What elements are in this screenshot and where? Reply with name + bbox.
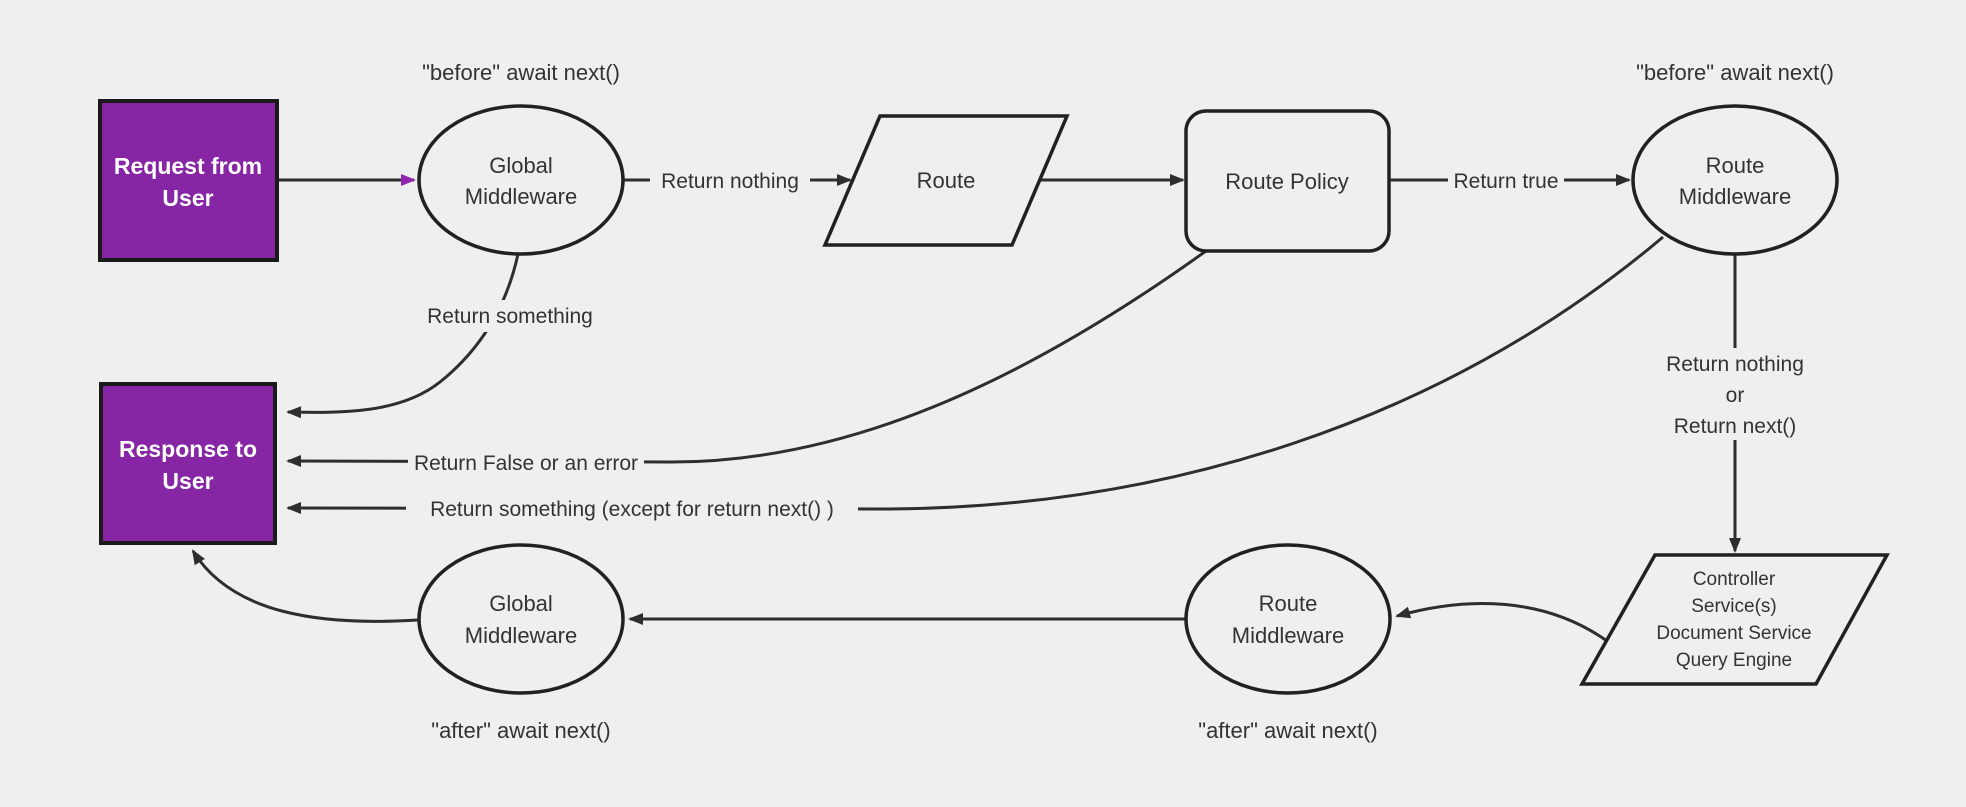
label-bg-return-nothing xyxy=(650,164,810,196)
request-label-line2: User xyxy=(162,185,213,211)
global-middleware-label-line1: Global xyxy=(489,153,553,178)
route-middleware-after-ellipse xyxy=(1184,543,1392,695)
annotation-before-await-next-left: "before" await next() xyxy=(422,60,620,85)
edge-label-return-true: Return true xyxy=(1453,170,1558,193)
controller-label-line1: Controller xyxy=(1693,569,1776,590)
route-middleware-after-label-line1: Route xyxy=(1259,591,1318,616)
route-middleware-ellipse xyxy=(1631,104,1839,256)
edge-label-or-line: or xyxy=(1726,384,1745,407)
edge-label-return-nothing: Return nothing xyxy=(661,170,799,193)
edge-route-policy-return-false-to-response xyxy=(286,249,1207,468)
route-policy-rect xyxy=(1184,109,1391,253)
route-middleware-after-label-line2: Middleware xyxy=(1232,623,1345,648)
route-middleware-label-line2: Middleware xyxy=(1679,184,1792,209)
annotation-after-await-next-right: "after" await next() xyxy=(1198,718,1377,743)
edge-label-return-something: Return something xyxy=(427,305,593,328)
global-middleware-after-label-line1: Global xyxy=(489,591,553,616)
label-bg-return-nothing-or xyxy=(1650,348,1820,440)
node-request-from-user: Request from User xyxy=(98,99,279,262)
controller-label-line4: Query Engine xyxy=(1676,650,1792,671)
route-label: Route xyxy=(917,168,976,193)
route-middleware-label-line1: Route xyxy=(1706,153,1765,178)
edge-label-return-false-or-error: Return False or an error xyxy=(414,452,638,475)
label-bg-return-something xyxy=(417,300,603,332)
controller-parallelogram xyxy=(1578,553,1890,686)
global-middleware-after-label-line2: Middleware xyxy=(465,623,578,648)
response-label-line1: Response to xyxy=(119,436,257,462)
edge-global-middleware-after-to-response xyxy=(191,549,419,623)
node-global-middleware-before: Global Middleware xyxy=(417,104,625,256)
label-bg-return-something-except xyxy=(406,492,858,524)
node-route-middleware-after: Route Middleware xyxy=(1184,543,1392,695)
annotation-before-await-next-right: "before" await next() xyxy=(1636,60,1834,85)
request-box xyxy=(98,99,279,262)
global-middleware-label-line2: Middleware xyxy=(465,184,578,209)
response-label-line2: User xyxy=(162,468,213,494)
node-response-to-user: Response to User xyxy=(99,382,277,545)
global-middleware-after-ellipse xyxy=(417,543,625,695)
request-label-line1: Request from xyxy=(114,153,262,179)
node-controller-services: Controller Service(s) Document Service Q… xyxy=(1578,553,1890,686)
edge-label-return-nothing-line: Return nothing xyxy=(1666,353,1804,376)
edge-controller-to-route-middleware-after xyxy=(1395,602,1608,643)
controller-label-line3: Document Service xyxy=(1656,623,1811,644)
node-global-middleware-after: Global Middleware xyxy=(417,543,625,695)
route-parallelogram xyxy=(822,114,1070,247)
label-bg-return-true xyxy=(1448,164,1564,196)
edge-route-middleware-return-something-to-response xyxy=(286,235,1664,515)
label-bg-return-false xyxy=(408,446,644,478)
node-route: Route xyxy=(822,114,1070,247)
global-middleware-ellipse xyxy=(417,104,625,256)
edge-label-return-next-line: Return next() xyxy=(1674,415,1797,438)
edge-label-return-something-except: Return something (except for return next… xyxy=(430,498,834,521)
annotation-after-await-next-left: "after" await next() xyxy=(431,718,610,743)
node-route-middleware-before: Route Middleware xyxy=(1631,104,1839,256)
route-policy-label: Route Policy xyxy=(1225,169,1349,194)
controller-label-line2: Service(s) xyxy=(1691,596,1777,617)
edge-global-middleware-return-something-to-response xyxy=(286,253,520,419)
response-box xyxy=(99,382,277,545)
edge-label-return-nothing-or-next: Return nothing or Return next() xyxy=(1666,353,1804,438)
node-route-policy: Route Policy xyxy=(1184,109,1391,253)
